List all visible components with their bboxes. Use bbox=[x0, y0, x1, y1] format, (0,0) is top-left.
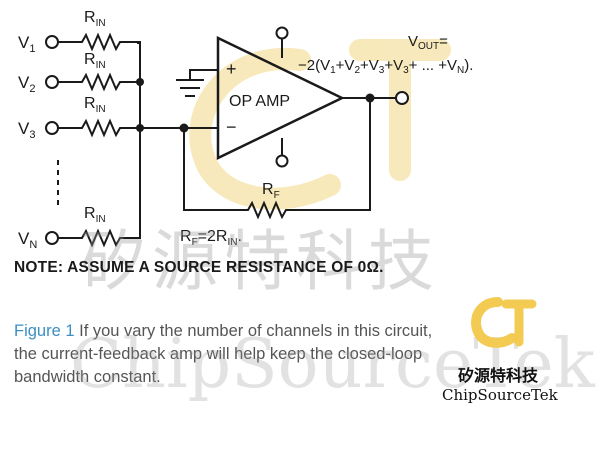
resistor-relation: RF=2RIN. bbox=[180, 228, 242, 248]
input-label-2: V2 bbox=[18, 73, 35, 95]
brand-logo-icon bbox=[471, 297, 537, 348]
supply-top-terminal bbox=[275, 26, 289, 40]
feedback-wire bbox=[183, 98, 371, 220]
junction-bus-v2 bbox=[136, 78, 144, 86]
input-wire-3 bbox=[58, 118, 142, 138]
background-logo-watermark bbox=[189, 39, 451, 210]
opamp-minus-sign: − bbox=[226, 117, 237, 137]
figure-number: Figure 1 bbox=[14, 322, 75, 340]
watermark-chinese: 矽源特科技 bbox=[80, 223, 440, 300]
input-label-1: V1 bbox=[18, 33, 35, 55]
terminal-output bbox=[395, 91, 409, 105]
vout-equation-line2: −2(V1+V2+V3+V3+ ... +VN). bbox=[298, 57, 473, 76]
terminal-vn bbox=[45, 231, 59, 245]
supply-bottom-terminal bbox=[275, 154, 289, 168]
wiring bbox=[57, 32, 396, 248]
junction-feedback bbox=[179, 123, 189, 133]
resistor-label-n: RIN bbox=[84, 205, 106, 225]
opamp-label: OP AMP bbox=[229, 93, 290, 110]
resistor-label-3: RIN bbox=[84, 95, 106, 115]
summing-bus bbox=[138, 41, 141, 238]
noninverting-wire bbox=[189, 69, 218, 80]
opamp-triangle bbox=[216, 36, 345, 160]
note-text: NOTE: ASSUME A SOURCE RESISTANCE OF 0Ω. bbox=[14, 259, 384, 276]
input-label-n: VN bbox=[18, 229, 37, 251]
resistor-label-2: RIN bbox=[84, 51, 106, 71]
caption-body: If you vary the number of channels in th… bbox=[14, 322, 433, 386]
figure-caption: Figure 1 If you vary the number of chann… bbox=[14, 320, 454, 389]
vout-equation-line1: VOUT= bbox=[408, 33, 448, 52]
junction-bus-v3 bbox=[136, 124, 144, 132]
feedback-resistor-label: RF bbox=[262, 181, 280, 201]
ground-symbol bbox=[176, 79, 204, 97]
input-label-3: V3 bbox=[18, 119, 35, 141]
terminals bbox=[45, 26, 409, 245]
brand-name-chinese: 矽源特科技 bbox=[458, 366, 539, 385]
brand-name-english: ChipSourceTek bbox=[442, 386, 558, 404]
input-wire-n bbox=[58, 226, 141, 248]
input-wire-1 bbox=[58, 32, 139, 52]
terminal-v1 bbox=[45, 35, 59, 49]
input-wire-2 bbox=[58, 72, 142, 92]
junctions bbox=[136, 78, 375, 133]
terminal-v2 bbox=[45, 75, 59, 89]
resistor-label-1: RIN bbox=[84, 9, 106, 29]
junction-output bbox=[365, 93, 375, 103]
terminal-v3 bbox=[45, 121, 59, 135]
opamp-plus-sign: + bbox=[226, 59, 237, 79]
